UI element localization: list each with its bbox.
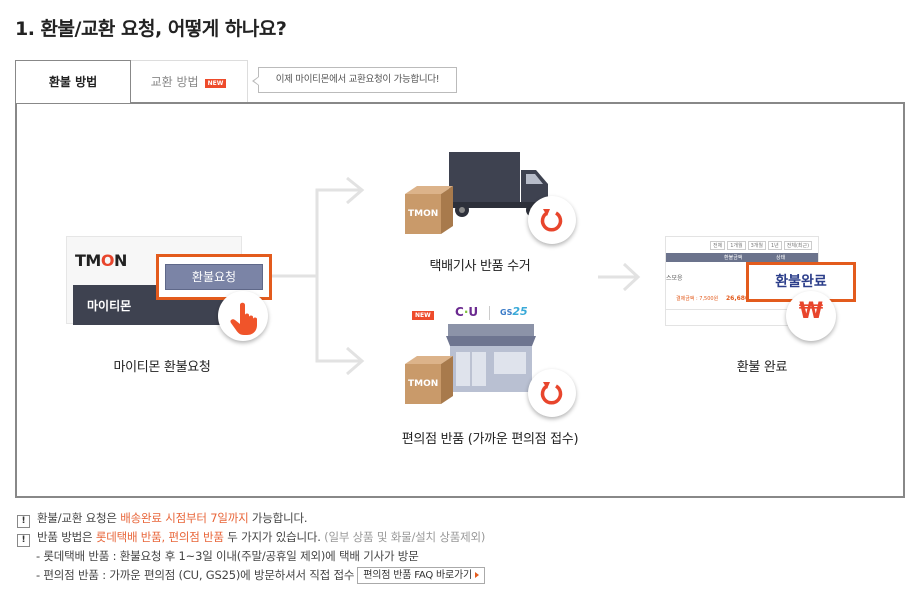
tab-exchange-method[interactable]: 교환 방법 NEW: [130, 60, 248, 103]
tmon-box-icon-store: TMON: [405, 354, 453, 404]
hand-pointer-icon: [230, 302, 257, 335]
mini-table-header: 환불금액 상태: [666, 253, 818, 262]
mini-period-tabs: 전체 1개월 3개월 1년 전체(최근): [710, 241, 813, 250]
note-sub-store: - 편의점 반품 : 가까운 편의점 (CU, GS25)에 방문하셔서 직접 …: [36, 567, 485, 584]
logo-divider: [489, 306, 490, 320]
warning-icon: !: [17, 534, 30, 547]
step-courier-caption: 택배기사 반품 수거: [429, 259, 531, 274]
page-title: 1. 환불/교환 요청, 어떻게 하나요?: [15, 18, 287, 40]
note-sub-courier: - 롯데택배 반품 : 환불요청 후 1~3일 이내(주말/공휴일 제외)에 택…: [36, 549, 419, 563]
mini-refund-amount: 26,680원: [726, 295, 755, 302]
return-arrow-icon: [540, 209, 563, 232]
note-line-2: !반품 방법은 롯데택배 반품, 편의점 반품 두 가지가 있습니다. (일부 …: [17, 529, 485, 547]
store-return-faq-button[interactable]: 편의점 반품 FAQ 바로가기: [357, 567, 485, 584]
arrow-head-done: [622, 262, 641, 292]
step-done-caption: 환불 완료: [736, 360, 788, 375]
arrow-head-store: [346, 346, 365, 376]
step-store-caption: 편의점 반품 (가까운 편의점 접수): [401, 432, 579, 447]
note-exclusion: (일부 상품 및 화물/설치 상품제외): [324, 530, 486, 544]
return-circle-store: [528, 369, 576, 417]
new-badge: NEW: [204, 79, 227, 88]
box-logo: TMON: [408, 209, 439, 219]
won-circle: ₩: [786, 291, 836, 341]
return-arrow-icon: [540, 382, 563, 405]
mini-paid-amount: 결제금액 : 7,500원: [676, 296, 719, 302]
hand-pointer-circle: [218, 291, 268, 341]
warning-icon: !: [17, 515, 30, 528]
box-logo: TMON: [408, 379, 439, 389]
note-line-1: !환불/교환 요청은 배송완료 시점부터 7일까지 가능합니다.: [17, 510, 307, 528]
tab-label: 환불 방법: [48, 75, 98, 89]
flow-line-courier: [272, 188, 362, 278]
mini-product-name: 스모응: [666, 275, 683, 282]
tmon-box-icon: TMON: [405, 184, 453, 234]
note-highlight: 배송완료 시점부터 7일까지: [120, 511, 249, 525]
convenience-store-icon: [446, 324, 536, 392]
tab-label: 교환 방법: [150, 75, 199, 89]
gs25-logo: GS25: [500, 305, 528, 318]
return-circle-courier: [528, 196, 576, 244]
tab-refund-method[interactable]: 환불 방법: [15, 60, 131, 103]
mytimon-bar-label: 마이티몬: [87, 299, 132, 313]
won-icon: ₩: [798, 299, 824, 324]
arrow-right-icon: [475, 572, 479, 578]
flow-line-store: [315, 276, 362, 363]
tmon-logo: TMON: [75, 251, 127, 270]
note-highlight: 롯데택배 반품, 편의점 반품: [95, 530, 224, 544]
arrow-head-courier: [346, 176, 365, 205]
step-mytimon-caption: 마이티몬 환불요청: [113, 360, 211, 375]
mytimon-card: TMON 마이티몬: [66, 236, 243, 325]
refund-request-button: 환불요청: [165, 264, 263, 290]
store-new-badge: NEW: [412, 311, 434, 320]
exchange-tooltip: 이제 마이티몬에서 교환요청이 가능합니다!: [252, 67, 457, 93]
cu-logo: C·U: [455, 305, 479, 319]
